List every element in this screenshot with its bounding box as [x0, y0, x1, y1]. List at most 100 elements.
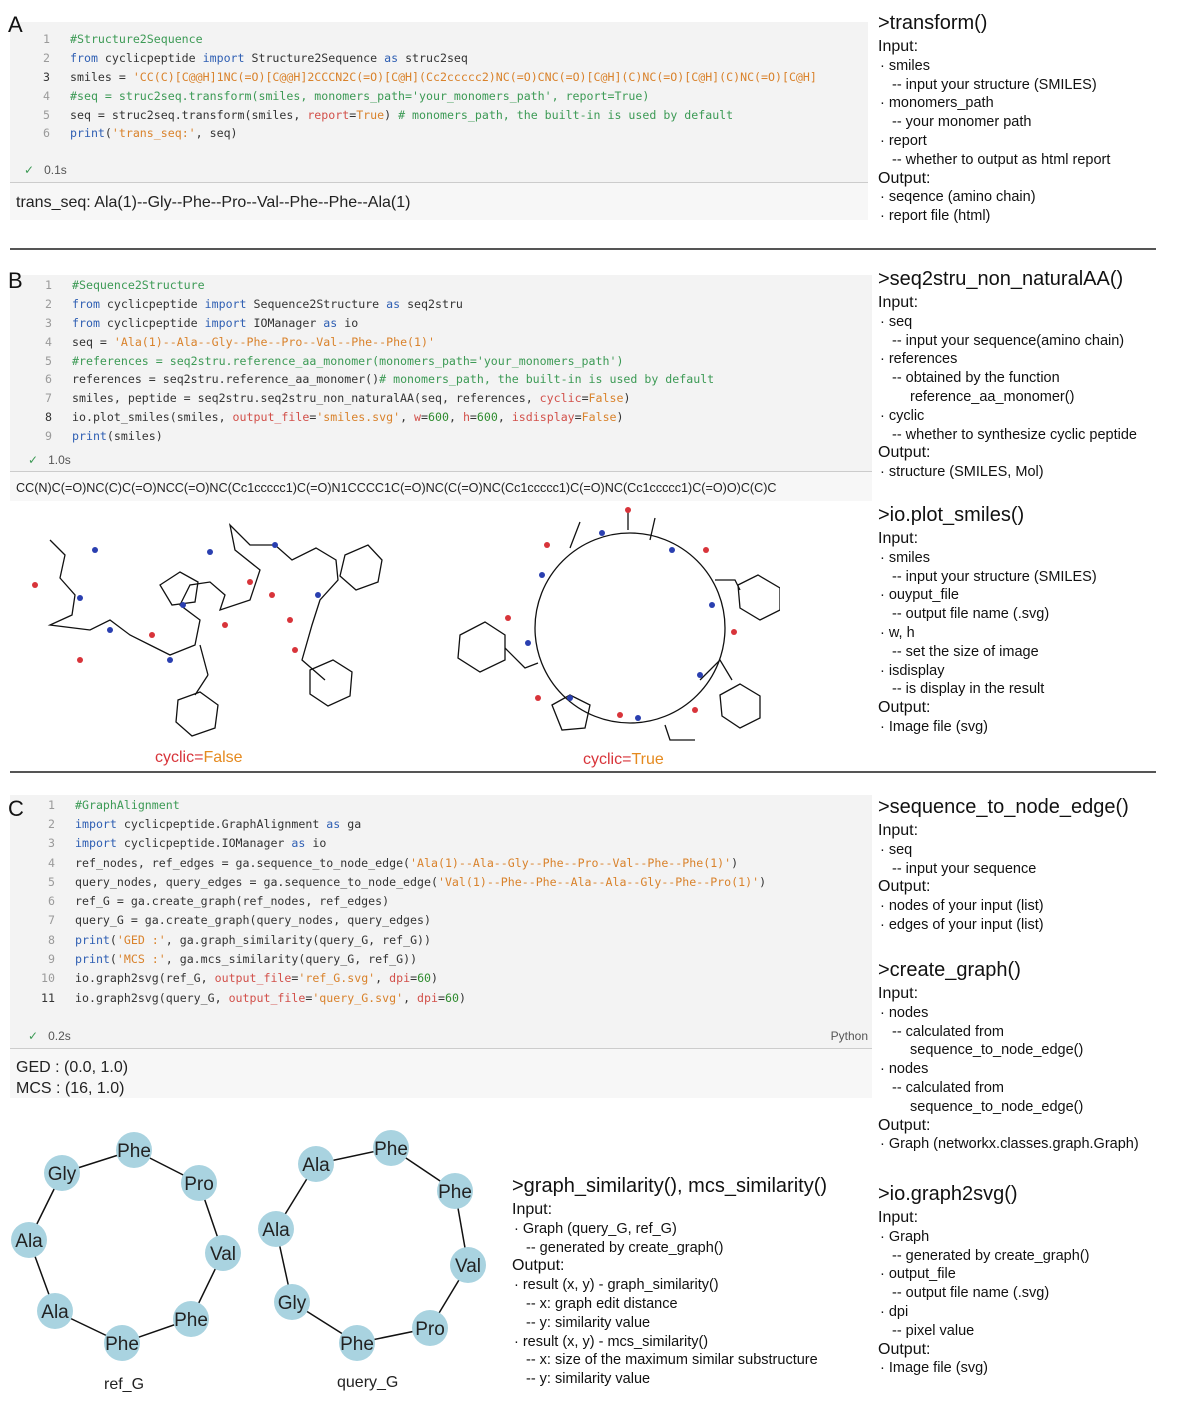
doc-line: Input: — [878, 985, 919, 1002]
code-token: output_file — [228, 990, 306, 1005]
code-token: seq = struc2seq.transform(smiles, — [70, 107, 308, 122]
graph-node — [104, 1325, 140, 1361]
output-text-c: GED : (0.0, 1.0) MCS : (16, 1.0) — [16, 1057, 128, 1099]
graph-node — [44, 1155, 80, 1191]
line-number: 9 — [45, 428, 52, 443]
code-line[interactable]: 5#references = seq2stru.reference_aa_mon… — [28, 351, 714, 370]
code-token: , — [400, 409, 415, 424]
doc-line: -- input your sequence(amino chain) — [892, 332, 1125, 349]
output-c: GED : (0.0, 1.0) MCS : (16, 1.0) — [10, 1048, 872, 1098]
code-token: output_file — [232, 409, 310, 424]
line-number: 6 — [45, 372, 52, 387]
graph-node — [205, 1235, 241, 1271]
line-number: 1 — [48, 797, 55, 812]
code-token: ref_nodes, ref_edges = ga.sequence_to_no… — [75, 855, 411, 870]
doc-line: -- calculated from — [892, 1023, 1005, 1040]
line-number: 6 — [48, 894, 55, 909]
code-token: , ga.mcs_similarity(query_G, ref_G)) — [165, 952, 418, 967]
doc-line: · report — [880, 132, 927, 149]
code-token: print — [75, 952, 110, 967]
code-token: ) — [616, 409, 624, 424]
code-token: False — [581, 409, 617, 424]
doc-line: -- input your structure (SMILES) — [892, 568, 1097, 585]
graph-node — [339, 1325, 375, 1361]
line-number: 4 — [45, 334, 52, 349]
doc-line: · seq — [880, 841, 913, 858]
output-a: trans_seq: Ala(1)--Gly--Phe--Pro--Val--P… — [10, 182, 868, 220]
code-token: import — [75, 816, 117, 831]
code-token: 'GED :' — [116, 932, 166, 947]
doc-line: · structure (SMILES, Mol) — [880, 464, 1044, 481]
code-token: ) — [731, 855, 739, 870]
function-title: >graph_similarity(), mcs_similarity() — [512, 1175, 828, 1197]
code-token: 'ref_G.svg' — [298, 971, 376, 986]
doc-line: -- output file name (.svg) — [892, 1285, 1050, 1302]
code-token: Sequence2Structure — [246, 297, 387, 312]
doc-transform: >transform()Input:· smiles-- input your … — [878, 10, 1110, 226]
code-line[interactable]: 1#Sequence2Structure — [28, 276, 714, 295]
code-token: 600 — [476, 409, 498, 424]
doc-similarity: >graph_similarity(), mcs_similarity()Inp… — [512, 1173, 827, 1389]
kernel-language[interactable]: Python — [830, 1029, 868, 1043]
code-token: 60 — [444, 990, 459, 1005]
doc-line: -- pixel value — [892, 1322, 975, 1339]
code-line[interactable]: 4#seq = struc2seq.transform(smiles, mono… — [26, 86, 817, 105]
code-token: 'MCS :' — [116, 952, 166, 967]
caption-value: True — [631, 751, 664, 768]
code-token: , — [448, 409, 463, 424]
doc-sequence-to-node-edge: >sequence_to_node_edge()Input:· seq-- in… — [878, 794, 1129, 935]
doc-line: · nodes of your input (list) — [880, 898, 1044, 915]
doc-line: · nodes — [880, 1061, 929, 1078]
line-number: 5 — [43, 107, 50, 122]
line-number: 1 — [43, 32, 50, 47]
code-token: seq = — [72, 334, 114, 349]
exec-status-b: ✓1.0s — [28, 453, 71, 467]
code-token: w — [414, 409, 422, 424]
code-token: IOManager — [246, 315, 324, 330]
doc-line: -- obtained by the function — [892, 370, 1060, 387]
code-line[interactable]: 1#Structure2Sequence — [26, 30, 817, 49]
code-token: #GraphAlignment — [75, 797, 180, 812]
line-number: 6 — [43, 126, 50, 141]
graph-node-label: Pro — [184, 1174, 214, 1195]
query-graph-label: query_G — [337, 1374, 399, 1391]
code-token: query_nodes, query_edges = ga.sequence_t… — [75, 874, 438, 889]
code-token: query_G = ga.create_graph(query_nodes, q… — [75, 913, 431, 928]
code-line[interactable]: 1 #GraphAlignment — [31, 795, 766, 814]
code-token: #seq = struc2seq.transform(smiles, monom… — [70, 88, 650, 103]
code-token: cyclicpeptide — [97, 51, 203, 66]
code-token: h — [462, 409, 470, 424]
line-number: 3 — [48, 836, 55, 851]
exec-status-c: ✓0.2s — [28, 1029, 71, 1043]
doc-line: · seq — [880, 313, 913, 330]
graph-node — [373, 1130, 409, 1166]
code-token: from — [70, 51, 98, 66]
